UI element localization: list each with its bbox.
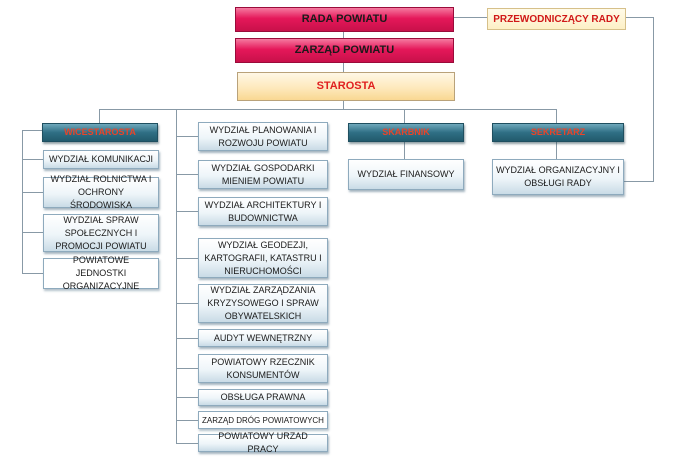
connector-line (404, 142, 405, 159)
connector-line (176, 397, 198, 398)
connector-line (343, 101, 344, 109)
dept-box: AUDYT WEWNĘTRZNY (198, 329, 328, 347)
connector-line (176, 258, 198, 259)
connector-line (22, 130, 42, 131)
dept-box: WYDZIAŁ GOSPODARKI MIENIEM POWIATU (198, 160, 328, 189)
connector-line (176, 109, 177, 444)
connector-line (176, 303, 198, 304)
zarzad-powiatu-box: ZARZĄD POWIATU (235, 38, 454, 63)
connector-line (626, 17, 654, 18)
connector-line (404, 109, 405, 123)
connector-line (22, 232, 43, 233)
connector-line (176, 174, 198, 175)
skarbnik-box: SKARBNIK (348, 123, 464, 142)
dept-box: WYDZIAŁ ZARZĄDZANIA KRYZYSOWEGO I SPRAW … (198, 284, 328, 323)
dept-box: WYDZIAŁ GEODEZJI, KARTOGRAFII, KATASTRU … (198, 238, 328, 278)
dept-box: WYDZIAŁ SPRAW SPOŁECZNYCH I PROMOCJI POW… (43, 214, 159, 252)
connector-line (22, 192, 43, 193)
dept-box: WYDZIAŁ KOMUNIKACJI (43, 150, 159, 169)
dept-box: POWIATOWY RZECZNIK KONSUMENTÓW (198, 354, 328, 383)
connector-line (343, 63, 344, 72)
connector-line (176, 211, 198, 212)
connector-line (176, 368, 198, 369)
connector-line (22, 159, 43, 160)
dept-box: POWIATOWE JEDNOSTKI ORGANIZACYJNE (43, 255, 159, 291)
connector-line (556, 142, 557, 159)
connector-line (343, 32, 344, 38)
connector-line (624, 181, 654, 182)
dept-box: ZARZĄD DRÓG POWIATOWYCH (198, 411, 328, 429)
starosta-box: STAROSTA (237, 72, 455, 101)
dept-box: WYDZIAŁ FINANSOWY (348, 159, 464, 190)
sekretarz-box: SEKRETARZ (492, 123, 624, 142)
dept-box: WYDZIAŁ ARCHITEKTURY I BUDOWNICTWA (198, 197, 328, 226)
connector-line (176, 338, 198, 339)
dept-box: WYDZIAŁ ORGANIZACYJNY I OBSŁUGI RADY (492, 159, 624, 195)
connector-line (176, 136, 198, 137)
dept-box: POWIATOWY URZAD PRACY (198, 431, 328, 454)
connector-line (176, 443, 198, 444)
connector-line (22, 273, 43, 274)
connector-line (22, 130, 23, 273)
dept-box: WYDZIAŁ PLANOWANIA I ROZWOJU POWIATU (198, 122, 328, 151)
przewodniczacy-rady-box: PRZEWODNICZĄCY RADY (487, 8, 626, 30)
connector-line (454, 17, 487, 18)
connector-line (99, 109, 100, 123)
wicestarosta-box: WICESTAROSTA (42, 123, 158, 142)
connector-line (176, 420, 198, 421)
connector-line (99, 109, 557, 110)
dept-box: OBSŁUGA PRAWNA (198, 389, 328, 406)
connector-line (653, 17, 654, 182)
dept-box: WYDZIAŁ ROLNICTWA I OCHRONY ŚRODOWISKA (43, 174, 159, 210)
connector-line (556, 109, 557, 123)
rada-powiatu-box: RADA POWIATU (235, 7, 454, 32)
